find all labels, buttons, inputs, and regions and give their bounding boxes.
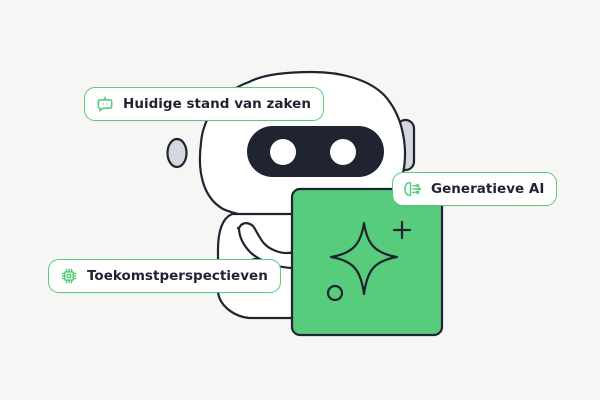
sparkle-icon xyxy=(329,221,399,296)
future-outlook-pill: Toekomstperspectieven xyxy=(48,259,281,293)
robot-eye-right xyxy=(330,139,356,165)
status-topic-pill: Huidige stand van zaken xyxy=(84,87,324,121)
plus-icon xyxy=(392,220,412,240)
chip-icon xyxy=(59,266,79,286)
future-outlook-label: Toekomstperspectieven xyxy=(87,268,268,284)
brain-circuit-icon xyxy=(403,179,423,199)
status-topic-label: Huidige stand van zaken xyxy=(123,96,311,112)
robot-ear-left xyxy=(166,137,188,169)
chat-robot-icon xyxy=(95,94,115,114)
orb-icon xyxy=(326,284,344,302)
generative-ai-pill: Generatieve AI xyxy=(392,172,558,206)
robot-visor xyxy=(247,126,384,177)
ai-card xyxy=(290,187,444,337)
robot-eye-left xyxy=(270,139,296,165)
generative-ai-label: Generatieve AI xyxy=(431,181,545,197)
